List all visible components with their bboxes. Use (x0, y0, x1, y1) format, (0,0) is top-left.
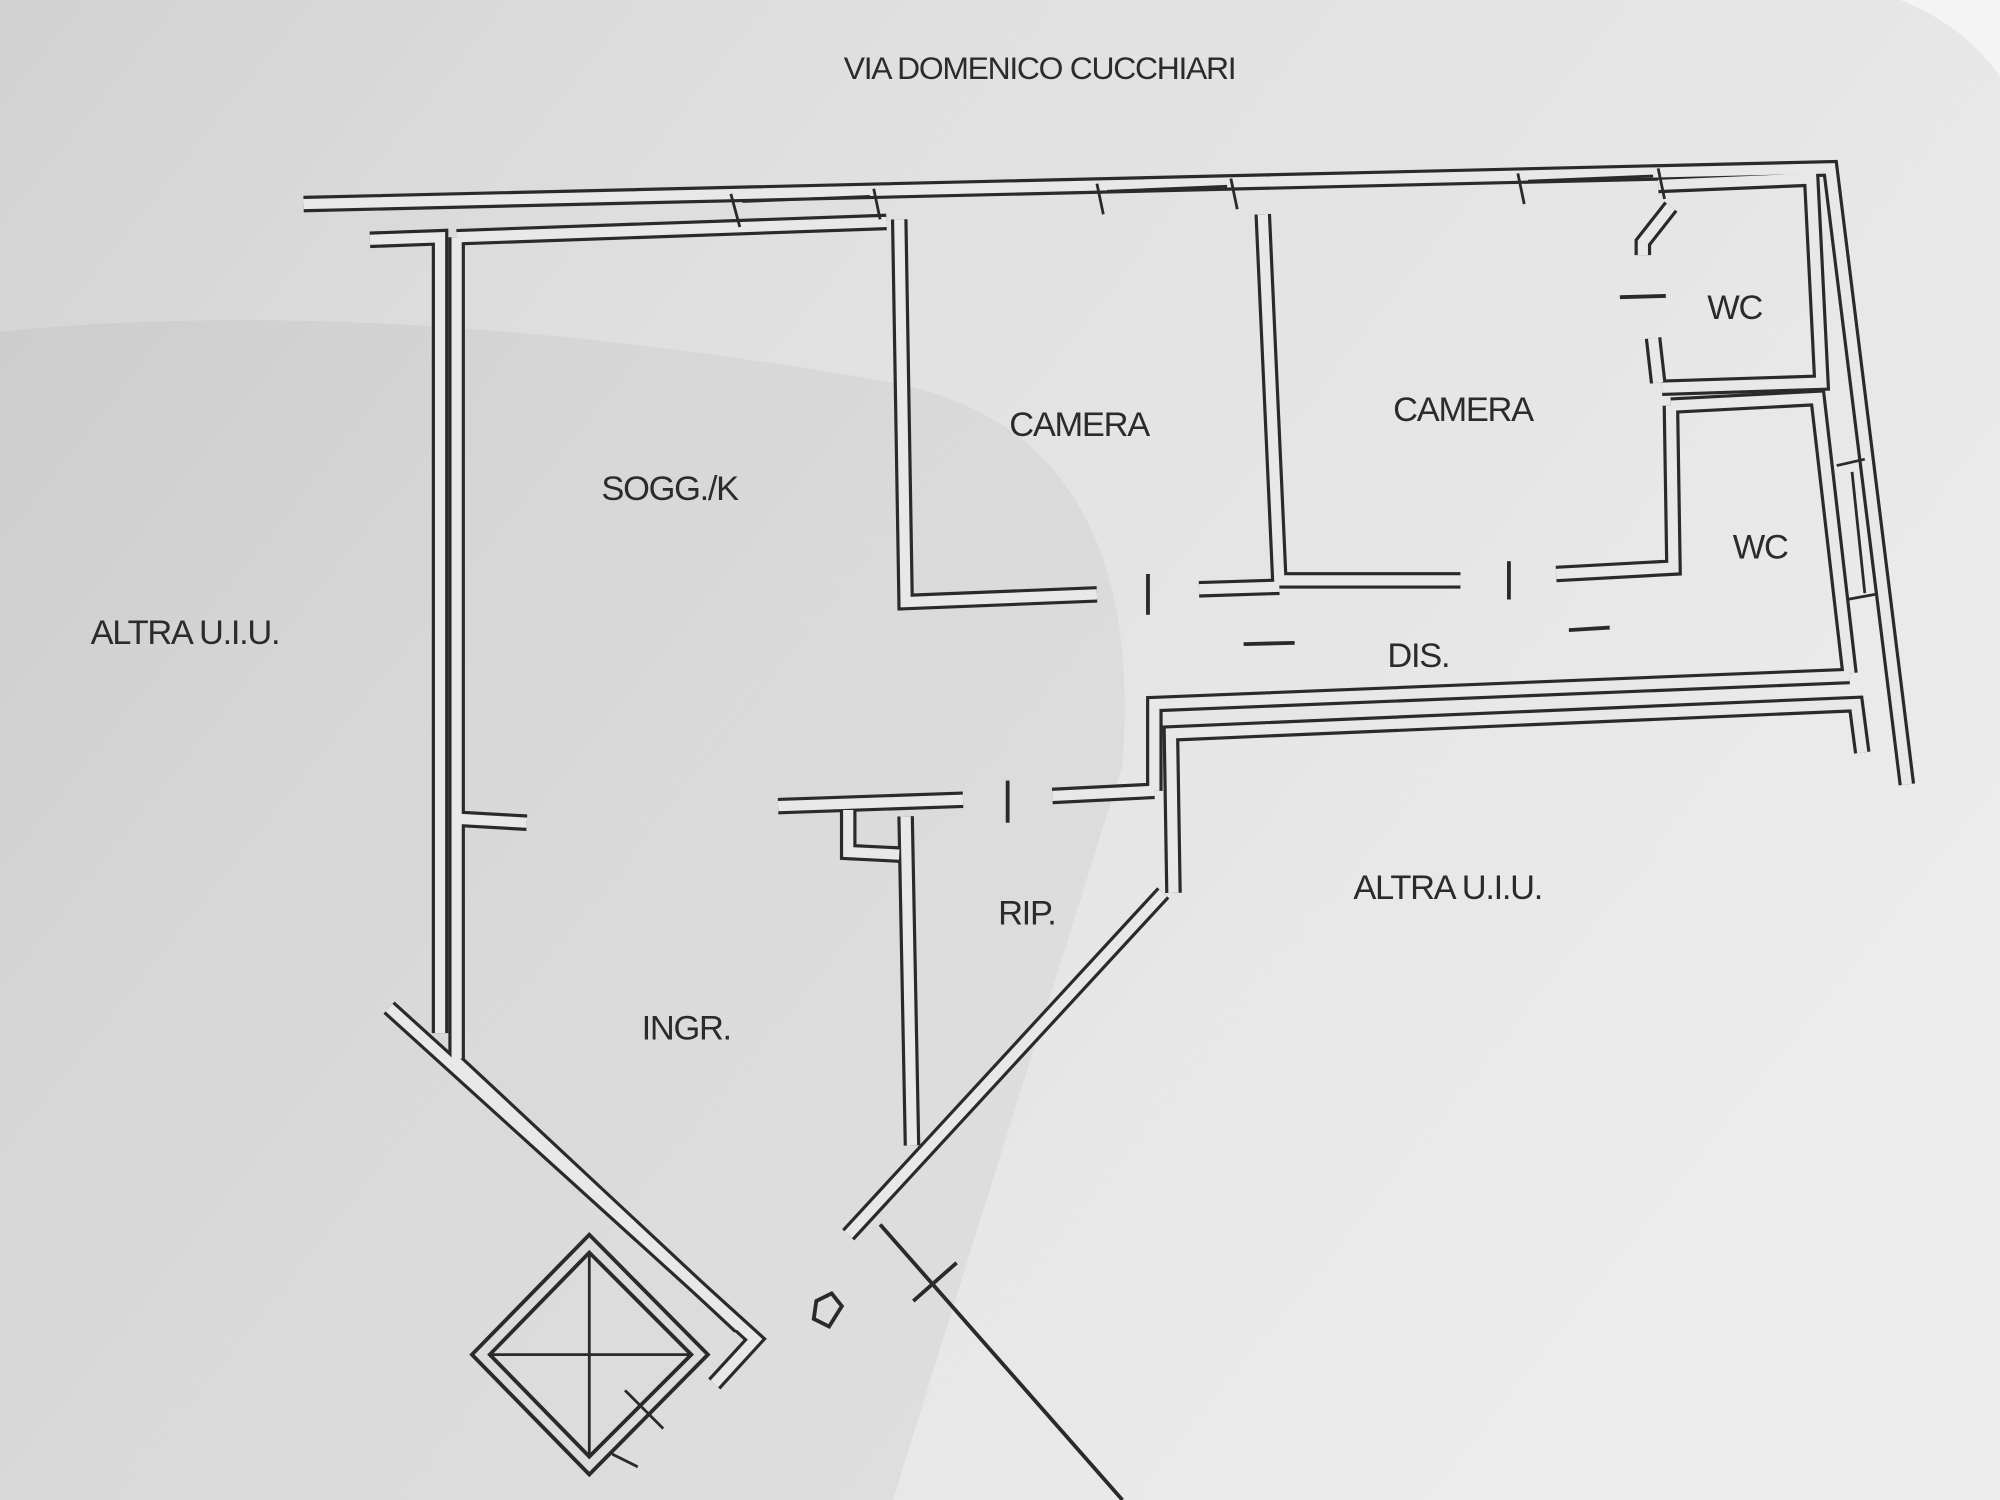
wall-segment-inner (900, 816, 918, 1146)
room-label-ripostiglio: RIP. (998, 895, 1055, 933)
wall-segment-inner (1165, 698, 1868, 893)
neighbor-label-left: ALTRA U.I.U. (91, 614, 280, 652)
wall-segment-inner (777, 794, 964, 812)
wall-segment-inner (458, 813, 528, 828)
wall-segment-inner (1555, 405, 1679, 580)
door-marks (1005, 294, 1666, 823)
wall-segment-inner (369, 231, 446, 1034)
wall-segment-inner (844, 889, 1168, 1239)
elevator-shaft (469, 1231, 711, 1478)
wall-segment-inner (449, 1054, 744, 1331)
room-label-soggiorno: SOGG./K (601, 470, 739, 508)
paper-shadow (0, 320, 1125, 1500)
wall-segment-inner (1052, 785, 1155, 802)
wall-segment-inner (1647, 337, 1664, 384)
window-marks (729, 168, 1876, 601)
wall-segment-inner (843, 809, 900, 860)
wall-segment-inner (1637, 203, 1675, 256)
room-label-camera-1: CAMERA (1009, 406, 1150, 444)
room-label-wc-1: WC (1707, 289, 1762, 327)
wall-segment-inner (894, 219, 1098, 608)
wall-segment-inner (303, 163, 1912, 786)
page-corner (1900, 0, 2000, 77)
wall-segment-inner (1670, 392, 1855, 675)
entrance-marker-icon (811, 1290, 845, 1330)
street-name: VIA DOMENICO CUCCHIARI (844, 50, 1236, 86)
room-label-ingresso: INGR. (642, 1010, 731, 1048)
wall-segment-inner (1657, 173, 1827, 393)
room-label-camera-2: CAMERA (1393, 391, 1534, 429)
wall-segment-inner (456, 216, 887, 243)
labels: VIA DOMENICO CUCCHIARI SOGG./K CAMERA CA… (91, 50, 1790, 1048)
property-boundary-line (878, 1223, 1124, 1500)
wall-segment-inner (1198, 581, 1280, 595)
wall-segment-inner (1149, 670, 1850, 791)
room-label-disimpegno: DIS. (1387, 637, 1449, 675)
neighbor-label-right: ALTRA U.I.U. (1353, 869, 1542, 907)
wall-segment-inner (1257, 214, 1461, 586)
walls (303, 159, 1916, 1390)
room-label-wc-2: WC (1733, 529, 1788, 567)
